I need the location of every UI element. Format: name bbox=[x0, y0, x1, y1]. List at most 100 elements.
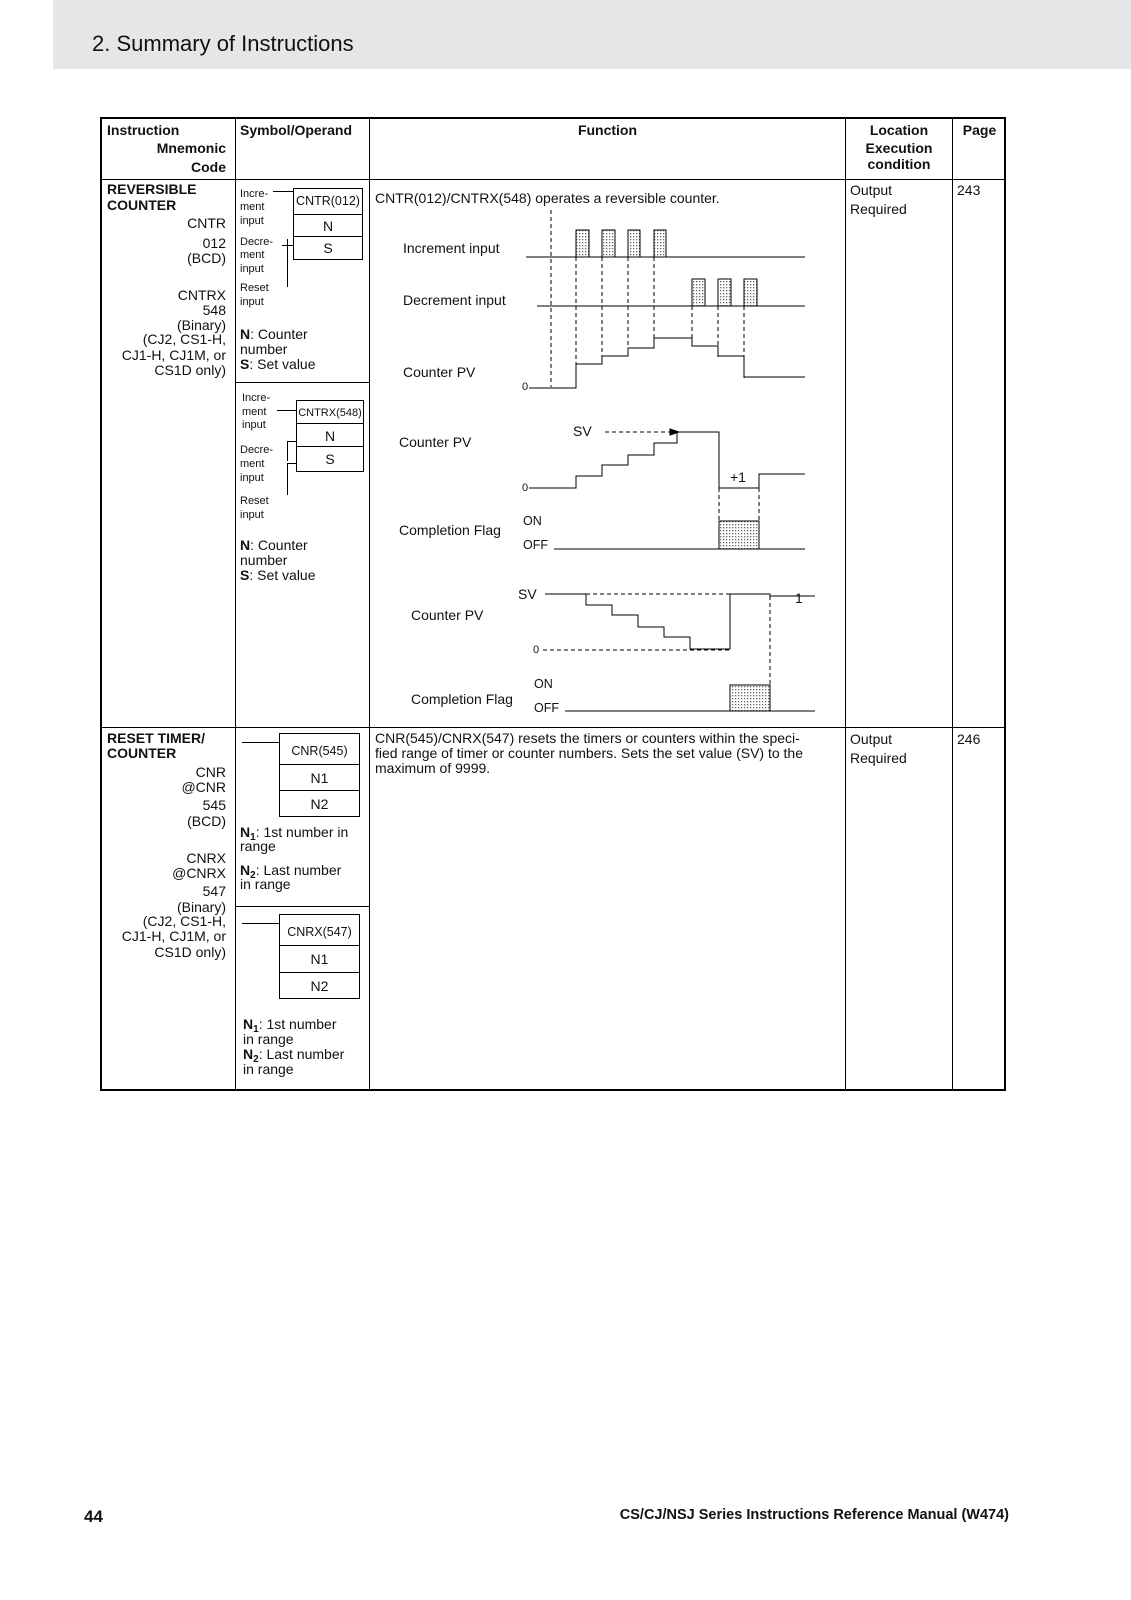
instruction-box-label: CNRX(547) bbox=[287, 925, 352, 939]
ladder-instruction-box: CNRX(547) N1 N2 bbox=[279, 914, 360, 999]
timing-label-zero: 0 bbox=[533, 644, 540, 656]
timing-label-counter-pv: Counter PV bbox=[411, 607, 484, 623]
page-reference: 243 bbox=[957, 182, 981, 198]
mnemonic-line: CNR bbox=[195, 764, 226, 780]
page-reference: 246 bbox=[957, 731, 981, 747]
column-divider bbox=[845, 119, 846, 1089]
instruction-box-label: CNTR(012) bbox=[296, 194, 360, 208]
mnemonic-line: CNRX bbox=[186, 850, 226, 866]
increment-pulse-fill bbox=[601, 229, 616, 258]
counter-pv-waveform bbox=[529, 337, 805, 389]
timing-label-counter-pv: Counter PV bbox=[403, 364, 476, 380]
function-description: CNTR(012)/CNTRX(548) operates a reversib… bbox=[375, 190, 720, 206]
timing-label-plus-one: +1 bbox=[730, 469, 746, 485]
timing-label-counter-pv: Counter PV bbox=[399, 434, 472, 450]
timing-label-one: 1 bbox=[795, 590, 803, 606]
operand-n2: N2 bbox=[280, 972, 359, 999]
mnemonic-line: (BCD) bbox=[187, 813, 226, 829]
ladder-instruction-box: CNTRX(548) N S bbox=[296, 400, 364, 472]
execution-condition-value: Required bbox=[850, 750, 907, 766]
operand-n1: N1 bbox=[280, 945, 359, 973]
col-header-function: Function bbox=[577, 122, 638, 138]
row-separator bbox=[102, 727, 1004, 728]
function-description: fied range of timer or counter numbers. … bbox=[375, 745, 803, 761]
operand-s: S bbox=[297, 446, 363, 471]
alignment-guides bbox=[718, 474, 760, 521]
page-header-title: 2. Summary of Instructions bbox=[92, 31, 354, 56]
completion-flag-fill bbox=[718, 520, 760, 550]
operand-n: N bbox=[297, 423, 363, 447]
execution-condition-value: Required bbox=[850, 201, 907, 217]
timing-diagram bbox=[526, 210, 815, 712]
input-label-decrement: input bbox=[240, 263, 264, 275]
location-value: Output bbox=[850, 731, 893, 747]
completion-flag-waveform bbox=[565, 684, 815, 712]
header-separator bbox=[102, 179, 1004, 180]
input-label-increment: ment bbox=[242, 406, 267, 418]
timing-label-off: OFF bbox=[523, 538, 548, 552]
input-label-reset: Reset bbox=[240, 282, 269, 294]
input-label-increment: ment bbox=[240, 201, 265, 213]
mnemonic-line: 012 bbox=[202, 235, 226, 251]
ladder-instruction-box: CNTR(012) N S bbox=[293, 188, 363, 260]
operand-description: S: Set value bbox=[240, 567, 316, 583]
mnemonic-line: CS1D only) bbox=[154, 362, 226, 378]
col-header-location: Location bbox=[869, 122, 929, 138]
instruction-box-label: CNR(545) bbox=[291, 744, 348, 758]
col-header-execution: Execution bbox=[865, 140, 933, 156]
instruction-name: COUNTER bbox=[107, 745, 177, 761]
ladder-wire bbox=[287, 463, 288, 495]
column-divider bbox=[235, 119, 236, 1089]
timing-label-decrement-input: Decrement input bbox=[403, 292, 506, 308]
ladder-wire bbox=[242, 742, 279, 743]
column-divider bbox=[369, 119, 370, 1089]
instruction-table: Instruction Mnemonic Code Symbol/Operand… bbox=[100, 117, 1006, 1091]
column-divider bbox=[952, 119, 953, 1089]
instruction-name: RESET TIMER/ bbox=[107, 730, 206, 746]
input-label-reset: input bbox=[240, 509, 264, 521]
col-header-code: Code bbox=[191, 159, 226, 175]
instruction-name: COUNTER bbox=[107, 197, 177, 213]
decrement-pulse-fill bbox=[691, 278, 706, 307]
col-header-condition: condition bbox=[867, 156, 931, 172]
decrement-pulse-fill bbox=[743, 278, 758, 307]
operand-description: in range bbox=[240, 876, 291, 892]
sv-arrow bbox=[669, 428, 681, 436]
footer-manual-title: CS/CJ/NSJ Series Instructions Reference … bbox=[619, 1507, 1009, 1523]
instruction-name: REVERSIBLE bbox=[107, 181, 197, 197]
symbol-divider bbox=[235, 906, 369, 907]
mnemonic-line: @CNR bbox=[181, 779, 226, 795]
timing-label-zero: 0 bbox=[522, 381, 529, 393]
input-label-decrement: input bbox=[240, 472, 264, 484]
operand-description: N1: 1st number in bbox=[240, 824, 349, 844]
timing-label-on: ON bbox=[523, 514, 542, 528]
ladder-instruction-box: CNR(545) N1 N2 bbox=[279, 733, 360, 817]
ladder-wire bbox=[287, 441, 288, 461]
mnemonic-line: (Binary) bbox=[176, 317, 226, 333]
completion-flag-waveform bbox=[554, 520, 805, 550]
timing-label-off: OFF bbox=[534, 701, 559, 715]
input-label-increment: Incre- bbox=[240, 188, 269, 200]
mnemonic-line: 547 bbox=[202, 883, 226, 899]
timing-label-completion-flag: Completion Flag bbox=[399, 522, 501, 538]
instruction-box-label: CNTRX(548) bbox=[298, 407, 362, 419]
increment-pulse-fill bbox=[575, 229, 590, 258]
operand-description: N1: 1st number bbox=[243, 1016, 337, 1036]
decrement-input-waveform bbox=[537, 278, 805, 307]
mnemonic-line: (BCD) bbox=[187, 250, 226, 266]
input-label-decrement: ment bbox=[240, 249, 265, 261]
mnemonic-line: (CJ2, CS1-H, bbox=[142, 331, 226, 347]
mnemonic-line: CNTR bbox=[187, 215, 226, 231]
alignment-guides bbox=[550, 210, 745, 387]
operand-description: in range bbox=[243, 1031, 294, 1047]
mnemonic-line: CJ1-H, CJ1M, or bbox=[121, 347, 226, 363]
input-label-decrement: ment bbox=[240, 458, 265, 470]
timing-label-increment-input: Increment input bbox=[403, 240, 500, 256]
timing-label-on: ON bbox=[534, 677, 553, 691]
operand-description: in range bbox=[243, 1061, 294, 1077]
input-label-increment: input bbox=[242, 419, 266, 431]
completion-flag-fill bbox=[729, 684, 771, 712]
ladder-wire bbox=[242, 923, 279, 924]
col-header-mnemonic: Mnemonic bbox=[156, 140, 226, 156]
operand-n2: N2 bbox=[280, 790, 359, 817]
